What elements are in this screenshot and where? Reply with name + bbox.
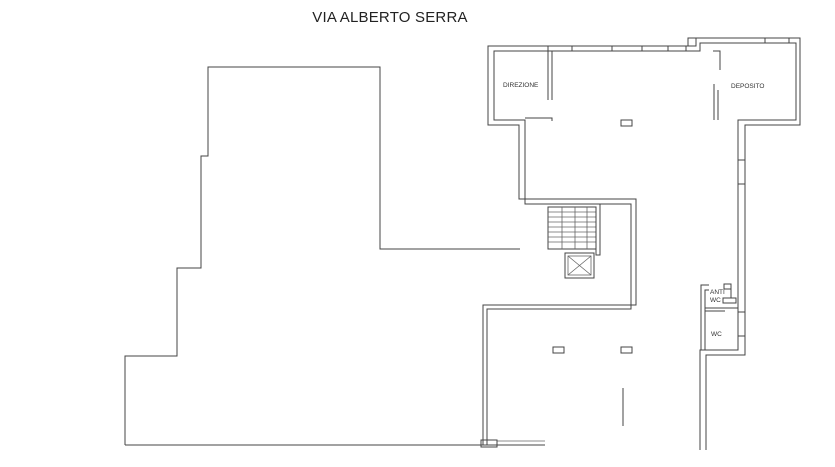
wc-block <box>700 283 738 350</box>
window-right-1 <box>737 159 746 185</box>
window-top-3 <box>667 45 687 52</box>
window-top-2 <box>611 45 643 52</box>
room-label-deposito: DEPOSITO <box>731 83 764 90</box>
right-building-inner-wall <box>486 42 797 450</box>
room-label-anti-wc: WC <box>710 297 721 304</box>
room-label-anti: ANTI <box>710 289 725 296</box>
room-label-wc: WC <box>711 331 722 338</box>
pillar-lower-2 <box>620 346 633 354</box>
left-building-outline <box>124 66 520 445</box>
elevator <box>564 252 595 279</box>
corner-pillar <box>687 37 697 47</box>
window-top-1 <box>547 45 573 52</box>
pillar-lower-1 <box>552 346 565 354</box>
deposito-partition <box>713 50 721 70</box>
room-label-direzione: DIREZIONE <box>503 82 539 89</box>
window-right-2 <box>737 311 746 337</box>
pillar-upper <box>620 119 633 127</box>
window-top-4 <box>764 37 790 44</box>
staircase <box>547 204 601 256</box>
right-building-outer-wall <box>482 37 801 450</box>
direzione-door <box>525 117 553 121</box>
street-name-title: VIA ALBERTO SERRA <box>312 9 468 26</box>
bottom-pillar <box>480 439 498 448</box>
